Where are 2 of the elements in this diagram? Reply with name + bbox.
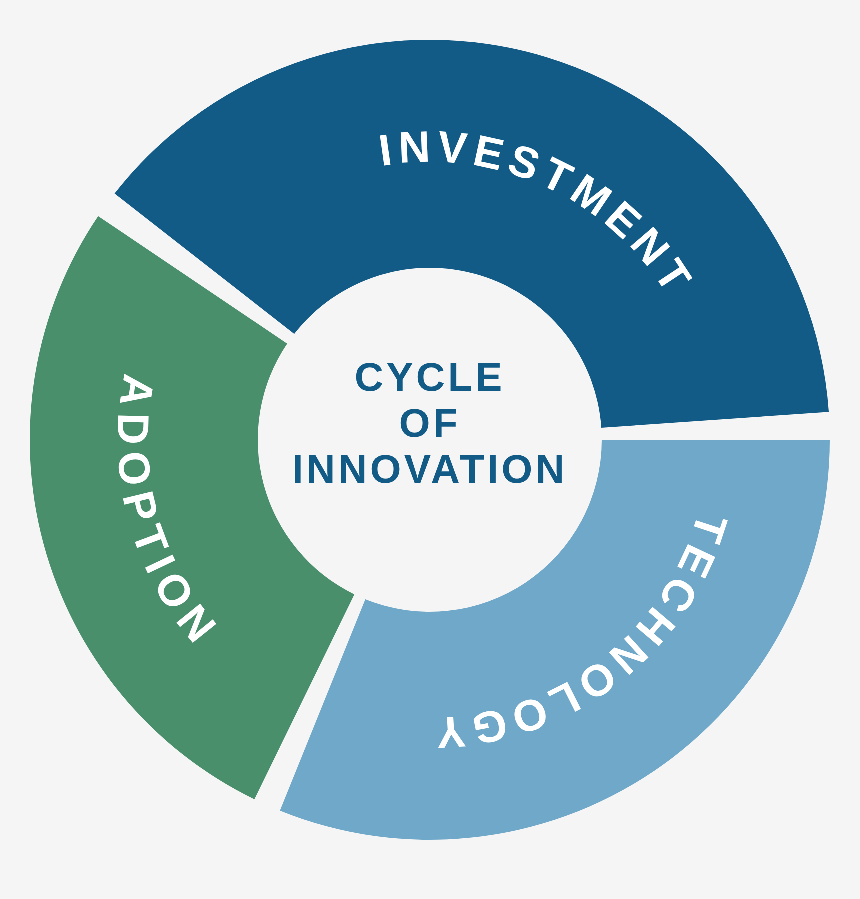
- arc-segment: [280, 440, 830, 840]
- center-title: CYCLE OF INNOVATION: [291, 355, 569, 493]
